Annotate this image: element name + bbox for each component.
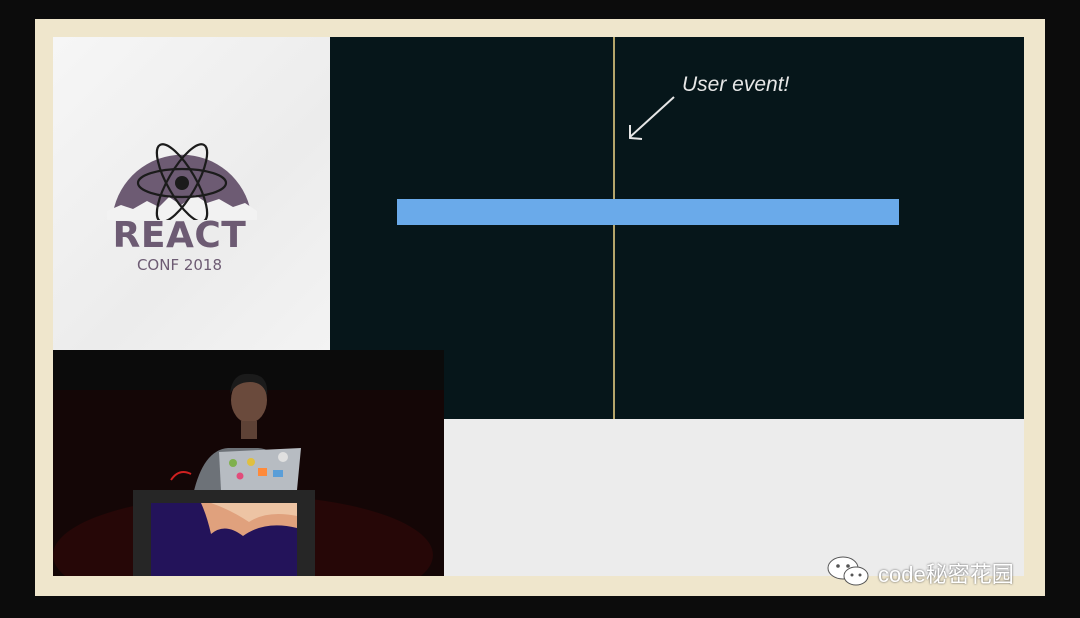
react-conf-logo-icon [107,143,257,220]
logo-subtitle: CONF 2018 [136,256,223,274]
watermark: code秘密花园 [826,553,1046,589]
speaker-video-inset [53,350,444,576]
wechat-icon [827,556,869,586]
watermark-text: code秘密花园 [878,562,1014,587]
presentation-slide: User event! [330,37,1024,419]
arrow-icon [629,96,675,140]
lower-blank-panel [444,419,1024,576]
user-event-label: User event! [682,73,790,96]
conference-logo-panel: REACT CONF 2018 [53,37,330,350]
work-timeline-bar [397,199,899,225]
user-event-marker-line [613,37,615,419]
logo-title: REACT [112,215,247,256]
speaker-at-podium-image [53,350,444,576]
